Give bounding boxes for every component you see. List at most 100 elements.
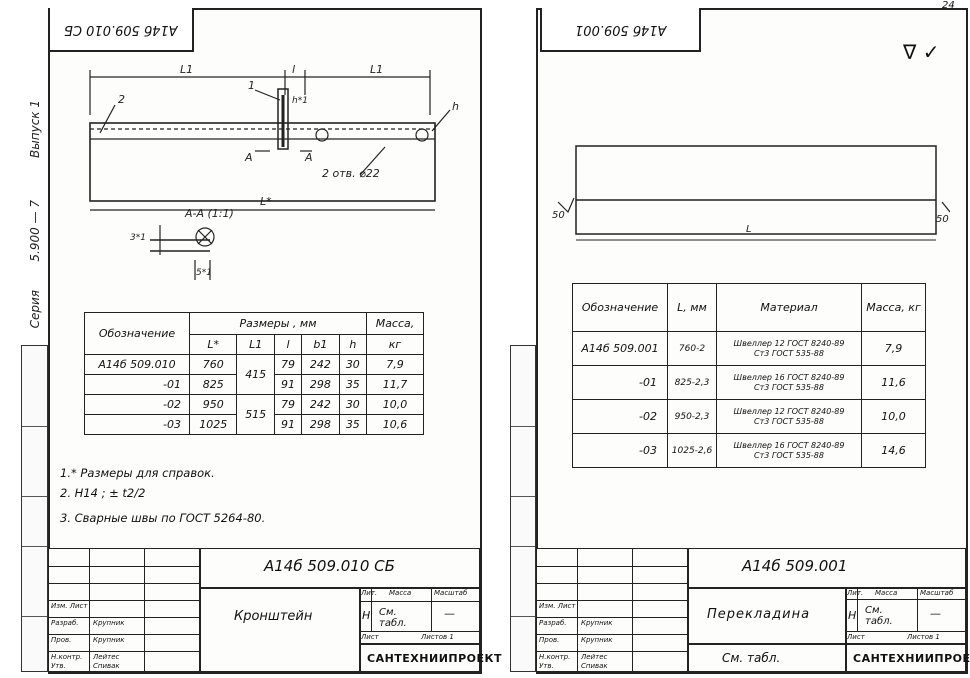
tb-role-2: Пров. — [539, 636, 560, 644]
col-material-header: Материал — [716, 283, 862, 332]
cell-designation: -01 — [572, 365, 668, 400]
table-row: А14б 509.001 760-2 Швеллер 12 ГОСТ 8240-… — [572, 331, 926, 366]
col-L1-header: L1 — [236, 334, 275, 355]
col-b1-header: b1 — [301, 334, 340, 355]
cell-mass: 10,0 — [366, 394, 424, 415]
cell-L: 1025 — [188, 414, 238, 435]
col-mass-header: Масса, — [366, 312, 424, 335]
dim-height-left: 50 — [552, 210, 565, 221]
table-row: -01 825-2,3 Швеллер 16 ГОСТ 8240-89 Ст3 … — [572, 365, 926, 400]
section-mark-a-right: А — [304, 151, 313, 164]
col-h-header: h — [338, 334, 368, 355]
cell-b1: 298 — [301, 414, 340, 435]
tb-name: Перекладина — [707, 607, 811, 622]
tb-role-0: Изм. Лист — [51, 602, 88, 610]
note-2: 2. H14 ; ± t2/2 — [60, 486, 146, 500]
page-number: 24 — [942, 0, 955, 11]
tb-name-3: Лейтес — [581, 653, 608, 661]
cell-h: 35 — [338, 414, 368, 435]
material-steel: Ст3 ГОСТ 535-88 — [754, 382, 824, 392]
tb-role-0: Изм. Лист — [539, 602, 576, 610]
col-designation-header: Обозначение — [84, 312, 190, 355]
cell-material: Швеллер 12 ГОСТ 8240-89 Ст3 ГОСТ 535-88 — [716, 331, 862, 366]
tb-sheets-label: Листов 1 — [907, 633, 940, 641]
left-top-stamp: А14б 509.010 СБ — [48, 8, 194, 52]
series-label: Серия — [28, 290, 42, 329]
material-steel: Ст3 ГОСТ 535-88 — [754, 450, 824, 460]
tb-role-4: Утв. — [51, 662, 66, 670]
dim-length: L — [746, 224, 752, 235]
cell-L1: 415 — [236, 354, 275, 395]
left-revision-strip — [21, 345, 48, 672]
cell-mass: 14,6 — [861, 433, 926, 468]
cell-l: 91 — [273, 414, 303, 435]
left-title-block: А14б 509.010 СБ Кронштейн Лит. Масса Мас… — [48, 548, 502, 672]
cell-L1: 515 — [236, 394, 275, 435]
tb-mass-label: Масса — [875, 589, 898, 597]
cell-h: 30 — [338, 394, 368, 415]
tb-lit-label: Лит. — [847, 589, 864, 597]
tb-sheet-label: Лист — [847, 633, 865, 641]
cell-L: 760 — [188, 354, 238, 375]
hole-note: 2 отв. ⌀22 — [322, 167, 380, 180]
col-mass-header: Масса, кг — [861, 283, 926, 332]
cell-h: 35 — [338, 374, 368, 395]
tb-scale-label: Масштаб — [920, 589, 954, 597]
weld-mark-label: h*1 — [292, 96, 308, 106]
right-top-stamp: А14б 509.001 — [540, 8, 701, 52]
cell-designation: -01 — [84, 374, 190, 395]
tb-mass-value: См. табл. — [865, 605, 893, 627]
dimension-h-label: h — [452, 100, 459, 113]
cell-mass: 10,6 — [366, 414, 424, 435]
cell-l: 91 — [273, 374, 303, 395]
tb-role-3: Н.контр. — [51, 653, 83, 661]
cell-L: 825 — [188, 374, 238, 395]
position-1-label: 1 — [248, 79, 255, 92]
total-length-label: L* — [260, 195, 272, 208]
cell-designation: А14б 509.010 — [84, 354, 190, 375]
table-row: -03 1025-2,6 Швеллер 16 ГОСТ 8240-89 Ст3… — [572, 433, 926, 468]
right-revision-strip — [510, 345, 536, 672]
tb-role-4: Утв. — [539, 662, 554, 670]
tb-role-1: Разраб. — [51, 619, 79, 627]
tb-role-3: Н.контр. — [539, 653, 571, 661]
tb-name-4: Спивак — [581, 662, 608, 670]
roughness-symbol: ∇ ✓ — [903, 40, 940, 64]
tb-organization: САНТЕХНИИПРОЕКТ — [367, 652, 503, 665]
tb-sheet-label: Лист — [361, 633, 379, 641]
col-length-header: L, мм — [667, 283, 717, 332]
issue-label: Выпуск 1 — [28, 100, 42, 158]
col-L-header: L* — [188, 334, 238, 355]
table-row: А14б 509.010 760 415 79 242 30 7,9 — [84, 354, 424, 395]
section-title: А-А (1:1) — [184, 207, 234, 220]
section-dim-b: 5*1 — [196, 268, 212, 278]
tb-code: А14б 509.010 СБ — [264, 557, 395, 575]
material-steel: Ст3 ГОСТ 535-88 — [754, 416, 824, 426]
right-title-block: А14б 509.001 Перекладина См. табл. Лит. … — [536, 548, 970, 672]
cell-designation: -02 — [572, 399, 668, 434]
tb-lit-label: Лит. — [361, 589, 378, 597]
position-2-label: 2 — [118, 93, 125, 106]
cell-l: 79 — [273, 394, 303, 415]
section-dim-a: 3*1 — [130, 233, 146, 243]
dim-height-right: 50 — [936, 214, 949, 225]
cell-material: Швеллер 16 ГОСТ 8240-89 Ст3 ГОСТ 535-88 — [716, 365, 862, 400]
tb-name-1: Крупник — [581, 636, 613, 644]
tb-letter: Н — [362, 609, 371, 622]
left-stamp-code: А14б 509.010 СБ — [64, 21, 178, 37]
table-row: -02 950-2,3 Швеллер 12 ГОСТ 8240-89 Ст3 … — [572, 399, 926, 434]
dim-l1-left: L1 — [180, 63, 193, 76]
col-l-header: l — [273, 334, 303, 355]
cell-mass: 7,9 — [366, 354, 424, 375]
cell-b1: 298 — [301, 374, 340, 395]
section-mark-a-left: А — [244, 151, 253, 164]
left-size-table: Обозначение Размеры , мм Масса, L* L1 l … — [84, 312, 424, 435]
bracket-drawing: L1 l L1 1 2 h*1 h А А 2 отв. ⌀22 L* А-А … — [89, 63, 459, 280]
cell-b1: 242 — [301, 394, 340, 415]
cell-length: 760-2 — [667, 331, 717, 366]
material-steel: Ст3 ГОСТ 535-88 — [754, 348, 824, 358]
note-3: 3. Сварные швы по ГОСТ 5264-80. — [60, 511, 266, 525]
tb-role-2: Пров. — [51, 636, 72, 644]
tb-code: А14б 509.001 — [742, 557, 848, 575]
tb-organization: САНТЕХНИИПРОЕКТ — [853, 652, 970, 665]
